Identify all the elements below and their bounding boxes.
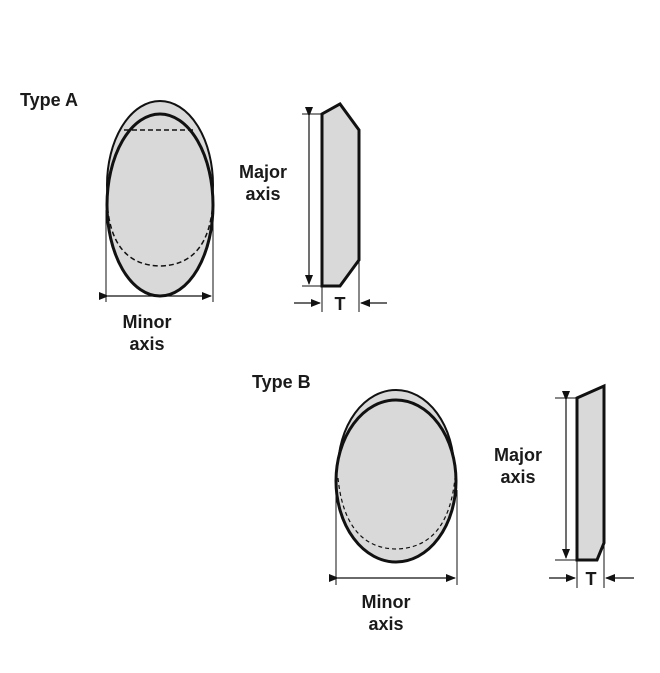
type-b-minor-dimension <box>329 490 458 585</box>
type-b-minor-label-line1: Minor <box>361 592 411 612</box>
type-a-minor-label: Minor axis <box>112 311 182 355</box>
type-a-thickness-label: T <box>334 294 346 314</box>
type-b-side-view <box>549 383 634 588</box>
type-b-major-label-line2: axis <box>500 467 536 487</box>
type-a-side-profile <box>320 102 361 288</box>
type-a-minor-label-line2: axis <box>129 334 165 354</box>
type-b-minor-label: Minor axis <box>351 591 421 635</box>
type-b-thickness-label: T <box>585 569 597 589</box>
type-a-minor-dimension <box>99 210 214 302</box>
type-b-front-ellipse <box>334 398 458 564</box>
type-a-major-label-line1: Major <box>238 162 287 182</box>
type-b-title: Type B <box>252 372 311 392</box>
type-a-major-label-line2: axis <box>245 184 281 204</box>
type-a-hidden-edge <box>106 199 214 267</box>
type-b-major-label-line1: Major <box>493 445 542 465</box>
type-a-title: Type A <box>20 90 79 110</box>
type-b-side-profile <box>575 383 606 562</box>
type-a-front-ellipse <box>105 112 215 298</box>
type-a-minor-label-line1: Minor <box>122 312 172 332</box>
type-a-front-view <box>105 100 215 298</box>
type-a-major-label: Major axis <box>228 161 298 205</box>
type-b-hidden-edge <box>337 477 456 550</box>
type-a-side-view <box>294 102 387 312</box>
type-b-front-view <box>334 389 458 564</box>
type-b-major-label: Major axis <box>483 444 553 488</box>
type-b-minor-label-line2: axis <box>368 614 404 634</box>
